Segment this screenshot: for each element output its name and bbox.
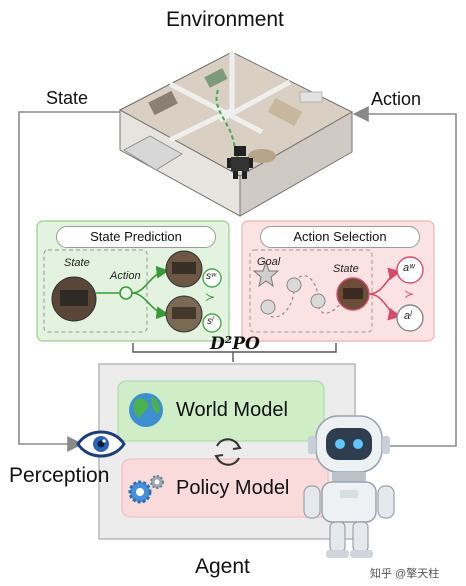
sp-state-text: State — [64, 257, 90, 269]
svg-text:≻: ≻ — [404, 287, 414, 301]
action-label: Action — [371, 89, 422, 109]
action-selection-title: Action Selection — [260, 226, 420, 248]
cycle-arrows-icon — [214, 438, 242, 466]
as-goal-text: Goal — [257, 256, 281, 268]
action-selection-panel: ≻ — [241, 220, 435, 342]
environment-label: Environment — [166, 8, 284, 31]
action-flow-arrow — [352, 106, 457, 447]
as-winner-action: aʷ — [403, 262, 415, 274]
d2po-brace — [132, 343, 337, 362]
state-prediction-panel: ≻ — [36, 220, 230, 342]
gears-icon — [128, 475, 164, 504]
agent-robot — [303, 415, 395, 558]
world-model-label: World Model — [176, 399, 288, 421]
d2po-label: D²PO — [210, 334, 260, 354]
agent-label: Agent — [195, 555, 250, 578]
watermark: 知乎 @擎天柱 — [370, 568, 440, 580]
sp-action-text: Action — [110, 270, 141, 282]
sp-winner-state: sʷ — [206, 271, 217, 282]
svg-text:≻: ≻ — [205, 290, 215, 304]
state-flow-arrow — [18, 111, 120, 452]
eye-icon — [76, 430, 126, 458]
earth-icon — [129, 393, 163, 427]
policy-model-label: Policy Model — [176, 477, 290, 499]
state-label: State — [46, 88, 89, 108]
house-illustration — [118, 51, 354, 217]
sp-loser-state: sˡ — [207, 316, 213, 327]
state-prediction-title: State Prediction — [56, 226, 216, 248]
robot-figure — [227, 146, 253, 179]
as-loser-action: aˡ — [404, 310, 412, 322]
star-icon — [252, 260, 280, 288]
as-state-text: State — [333, 263, 359, 275]
perception-label: Perception — [9, 464, 110, 487]
